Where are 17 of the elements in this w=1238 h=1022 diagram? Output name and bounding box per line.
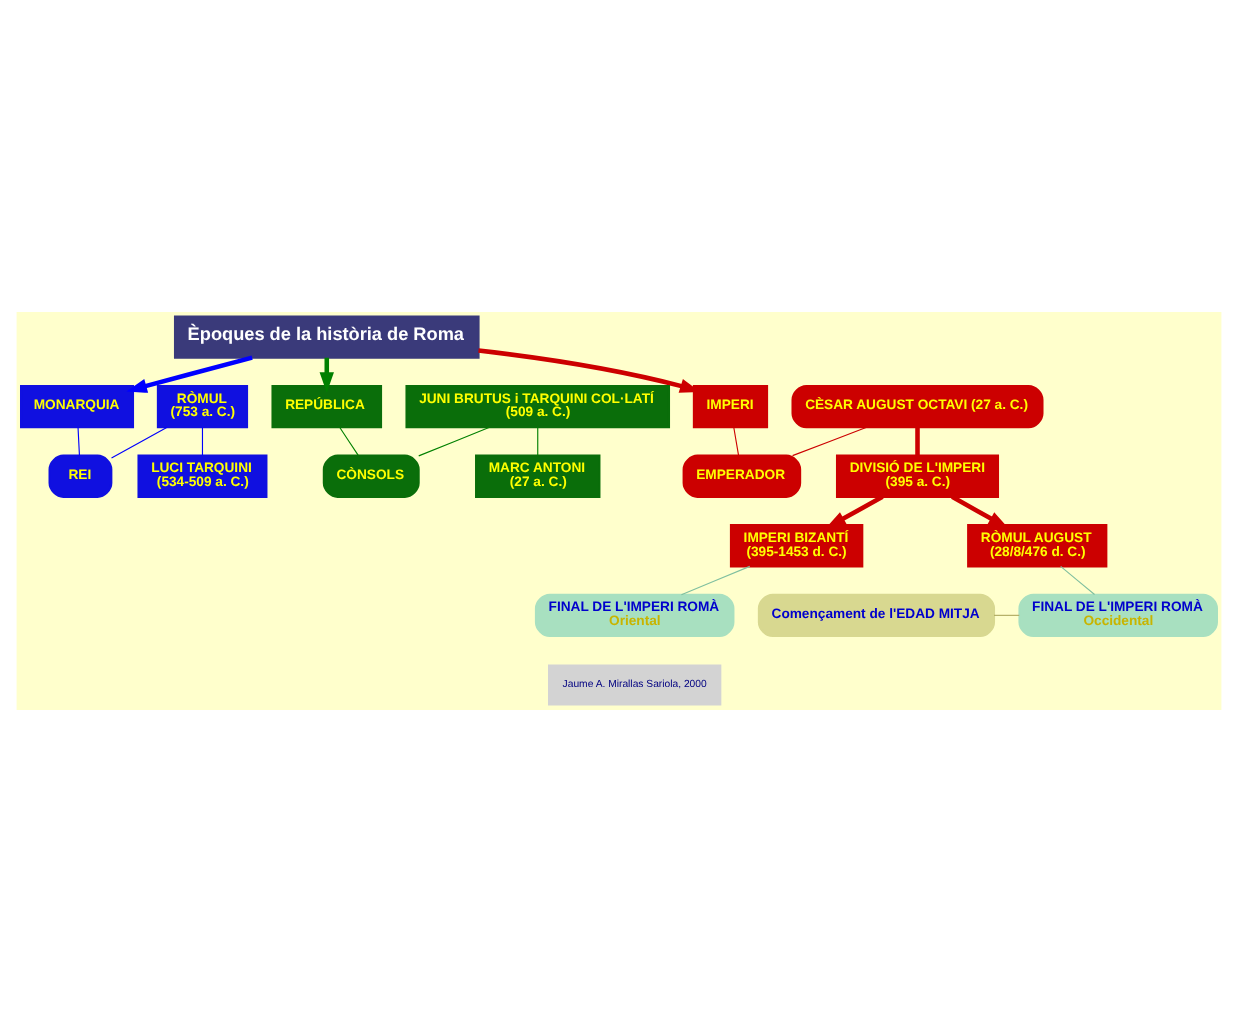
connector — [201, 426, 204, 456]
arrow — [825, 494, 884, 529]
connector — [418, 426, 491, 457]
connector — [792, 426, 868, 457]
arrow — [951, 494, 1009, 529]
connector — [733, 426, 740, 456]
connector — [915, 427, 920, 456]
arrow — [126, 355, 253, 393]
connector — [339, 426, 359, 456]
connector — [77, 426, 80, 456]
node-box: Èpoques de la història de Roma — [173, 315, 480, 359]
connector — [110, 426, 168, 459]
connector — [537, 426, 539, 456]
arrow — [319, 357, 334, 393]
connector — [680, 565, 751, 596]
connector — [1060, 565, 1096, 596]
connector — [993, 614, 1020, 616]
